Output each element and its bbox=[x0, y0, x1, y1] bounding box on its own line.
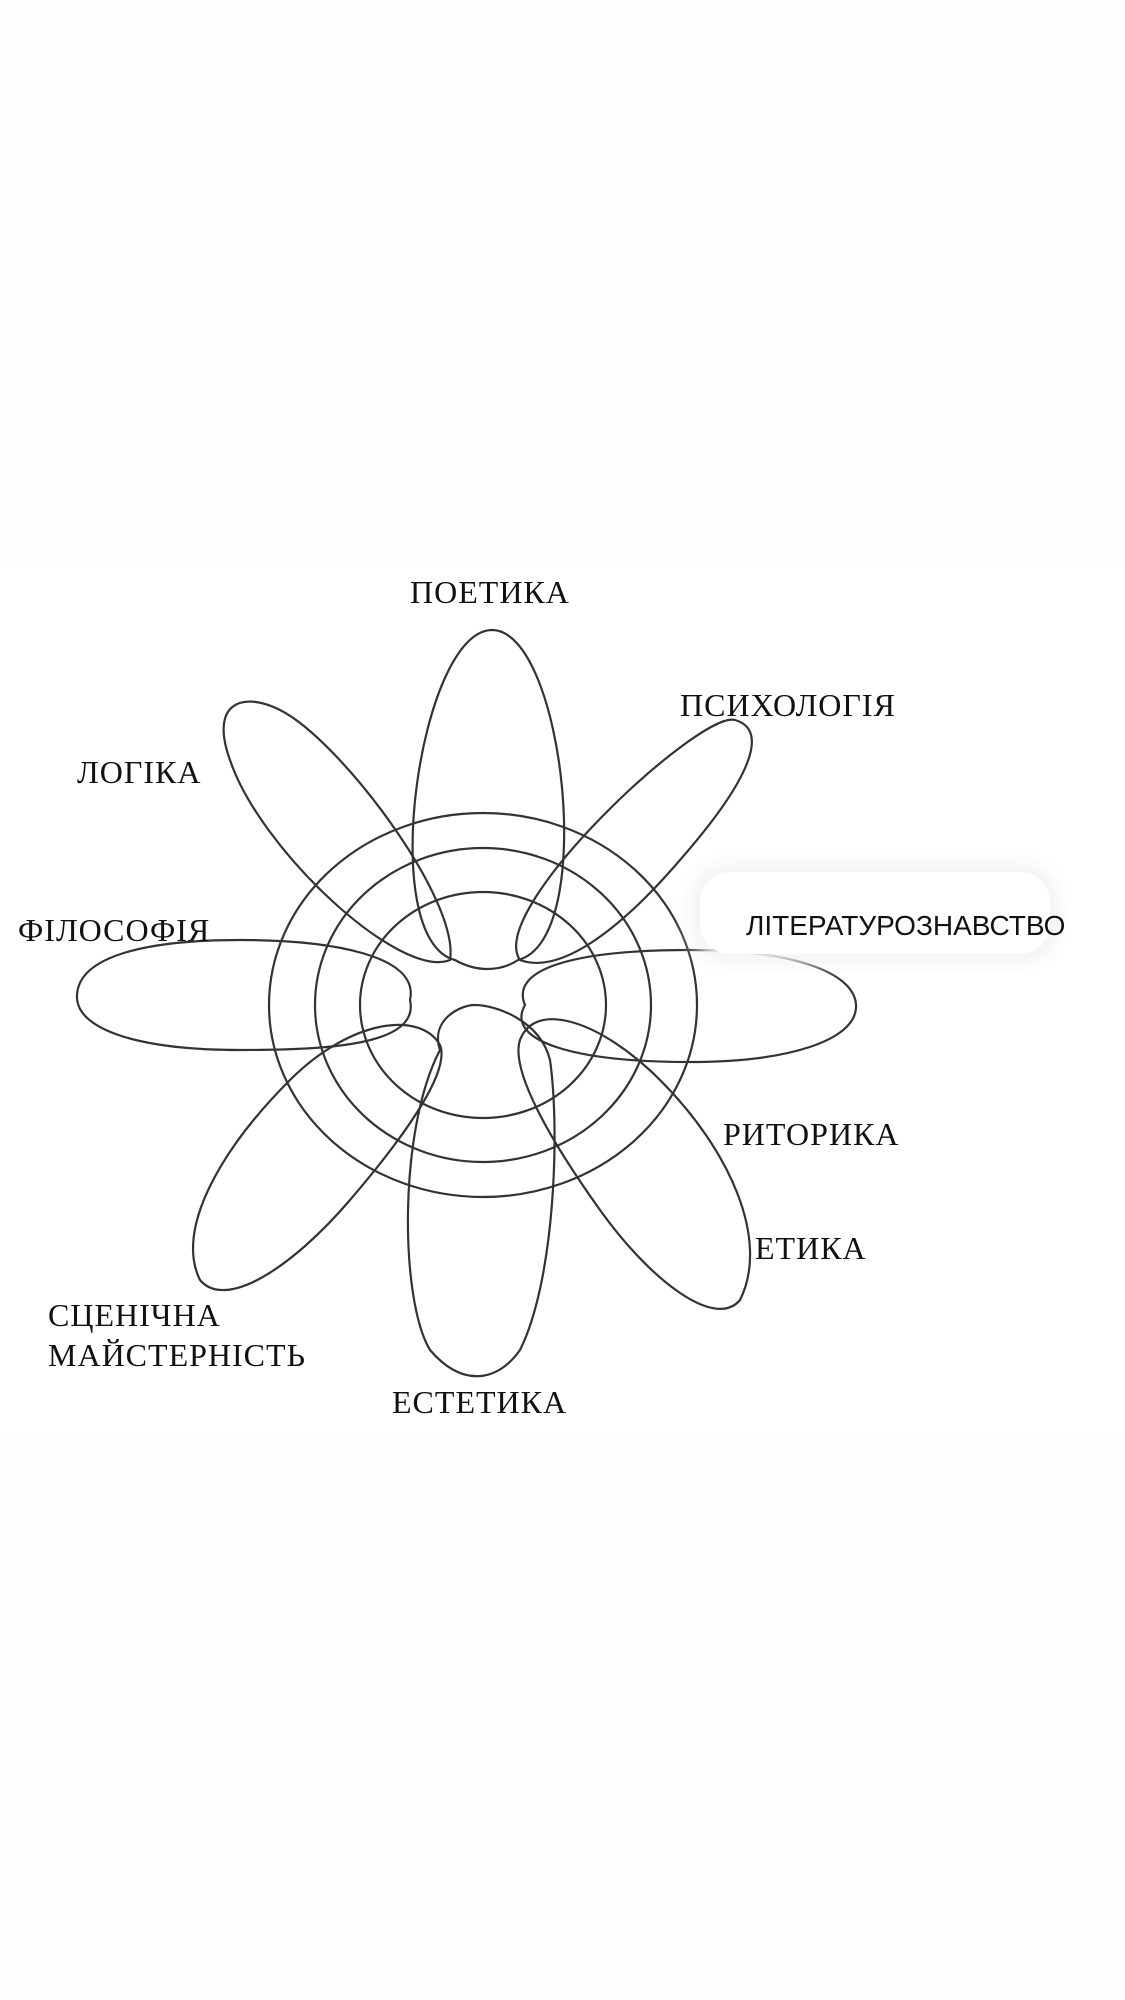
petal-aesthetics bbox=[406, 1003, 556, 1378]
label-stagecraft-line1: СЦЕНІЧНА bbox=[48, 1297, 221, 1333]
middle-ring bbox=[313, 846, 653, 1164]
label-poetics: ПОЕТИКА bbox=[410, 574, 570, 610]
petal-rhetoric bbox=[517, 1018, 752, 1310]
label-ethics: ЕТИКА bbox=[755, 1230, 867, 1266]
petal-psychology bbox=[515, 718, 753, 964]
label-rhetoric: РИТОРИКА bbox=[723, 1116, 900, 1152]
label-logic: ЛОГІКА bbox=[77, 754, 202, 790]
petal-literary-studies bbox=[520, 948, 858, 1064]
petal-philosophy bbox=[75, 938, 412, 1052]
label-stagecraft: СЦЕНІЧНА МАЙСТЕРНІСТЬ bbox=[48, 1295, 306, 1375]
petal-poetics bbox=[411, 628, 566, 970]
inner-ring bbox=[358, 890, 608, 1120]
petal-logic bbox=[222, 700, 452, 964]
outer-ring bbox=[267, 811, 699, 1199]
label-stagecraft-line2: МАЙСТЕРНІСТЬ bbox=[48, 1337, 306, 1373]
petal-stagecraft bbox=[191, 1023, 443, 1292]
diagram-panel bbox=[0, 562, 1125, 1438]
label-philosophy: ФІЛОСОФІЯ bbox=[18, 912, 211, 948]
label-literary-studies: ЛІТЕРАТУРОЗНАВСТВО bbox=[746, 910, 1066, 941]
label-aesthetics: ЕСТЕТИКА bbox=[392, 1384, 568, 1420]
label-highlight bbox=[700, 872, 1050, 954]
label-psychology: ПСИХОЛОГІЯ bbox=[680, 687, 896, 723]
